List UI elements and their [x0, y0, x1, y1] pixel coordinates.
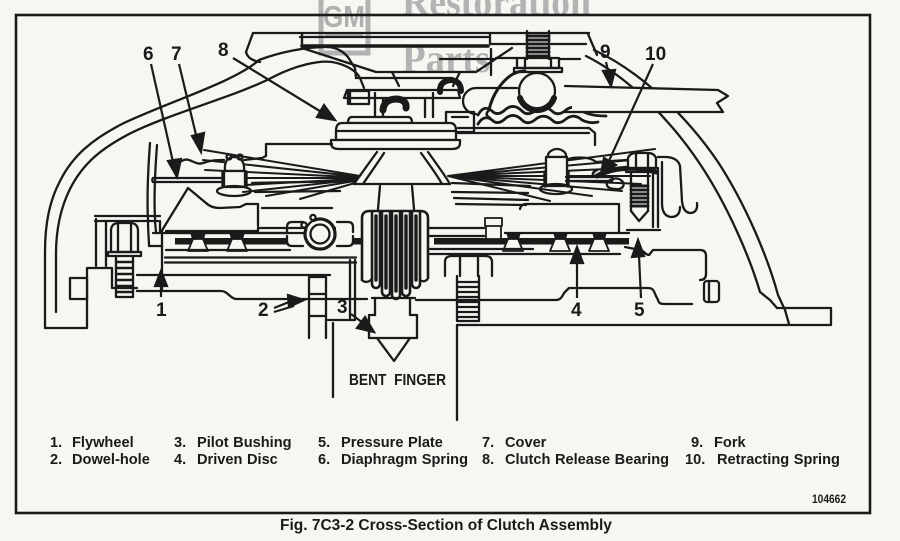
svg-text:1.: 1. [50, 435, 62, 451]
svg-text:9.: 9. [691, 435, 703, 451]
svg-text:10.: 10. [685, 452, 705, 468]
svg-text:5: 5 [634, 300, 645, 321]
svg-text:10: 10 [645, 44, 666, 65]
svg-text:5.: 5. [318, 435, 330, 451]
svg-text:Fork: Fork [714, 435, 747, 451]
svg-text:BENT FINGER: BENT FINGER [349, 372, 446, 389]
svg-text:9: 9 [600, 42, 611, 63]
svg-text:Retracting Spring: Retracting Spring [717, 452, 840, 468]
svg-text:6: 6 [143, 44, 154, 65]
svg-text:Flywheel: Flywheel [72, 435, 134, 451]
svg-text:3.: 3. [174, 435, 186, 451]
svg-text:Driven Disc: Driven Disc [197, 452, 278, 468]
svg-text:Restoration: Restoration [402, 0, 591, 24]
svg-text:2.: 2. [50, 452, 62, 468]
svg-text:104662: 104662 [812, 492, 846, 506]
svg-text:Clutch Release Bearing: Clutch Release Bearing [505, 452, 669, 468]
svg-text:2: 2 [258, 300, 269, 321]
svg-text:4.: 4. [174, 452, 186, 468]
svg-text:7.: 7. [482, 435, 494, 451]
svg-text:1: 1 [156, 300, 167, 321]
svg-text:Pilot Bushing: Pilot Bushing [197, 435, 292, 451]
svg-text:GM: GM [323, 0, 365, 34]
svg-text:Pressure Plate: Pressure Plate [341, 435, 443, 451]
svg-text:3: 3 [337, 297, 348, 318]
svg-text:Diaphragm Spring: Diaphragm Spring [341, 452, 468, 468]
svg-text:4: 4 [571, 300, 582, 321]
svg-text:6.: 6. [318, 452, 330, 468]
svg-text:Fig. 7C3-2 Cross-Section of Cl: Fig. 7C3-2 Cross-Section of Clutch Assem… [280, 517, 612, 534]
svg-text:Cover: Cover [505, 435, 547, 451]
svg-text:8: 8 [218, 40, 229, 61]
svg-text:8.: 8. [482, 452, 494, 468]
svg-text:7: 7 [171, 44, 182, 65]
svg-text:Dowel-hole: Dowel-hole [72, 452, 150, 468]
